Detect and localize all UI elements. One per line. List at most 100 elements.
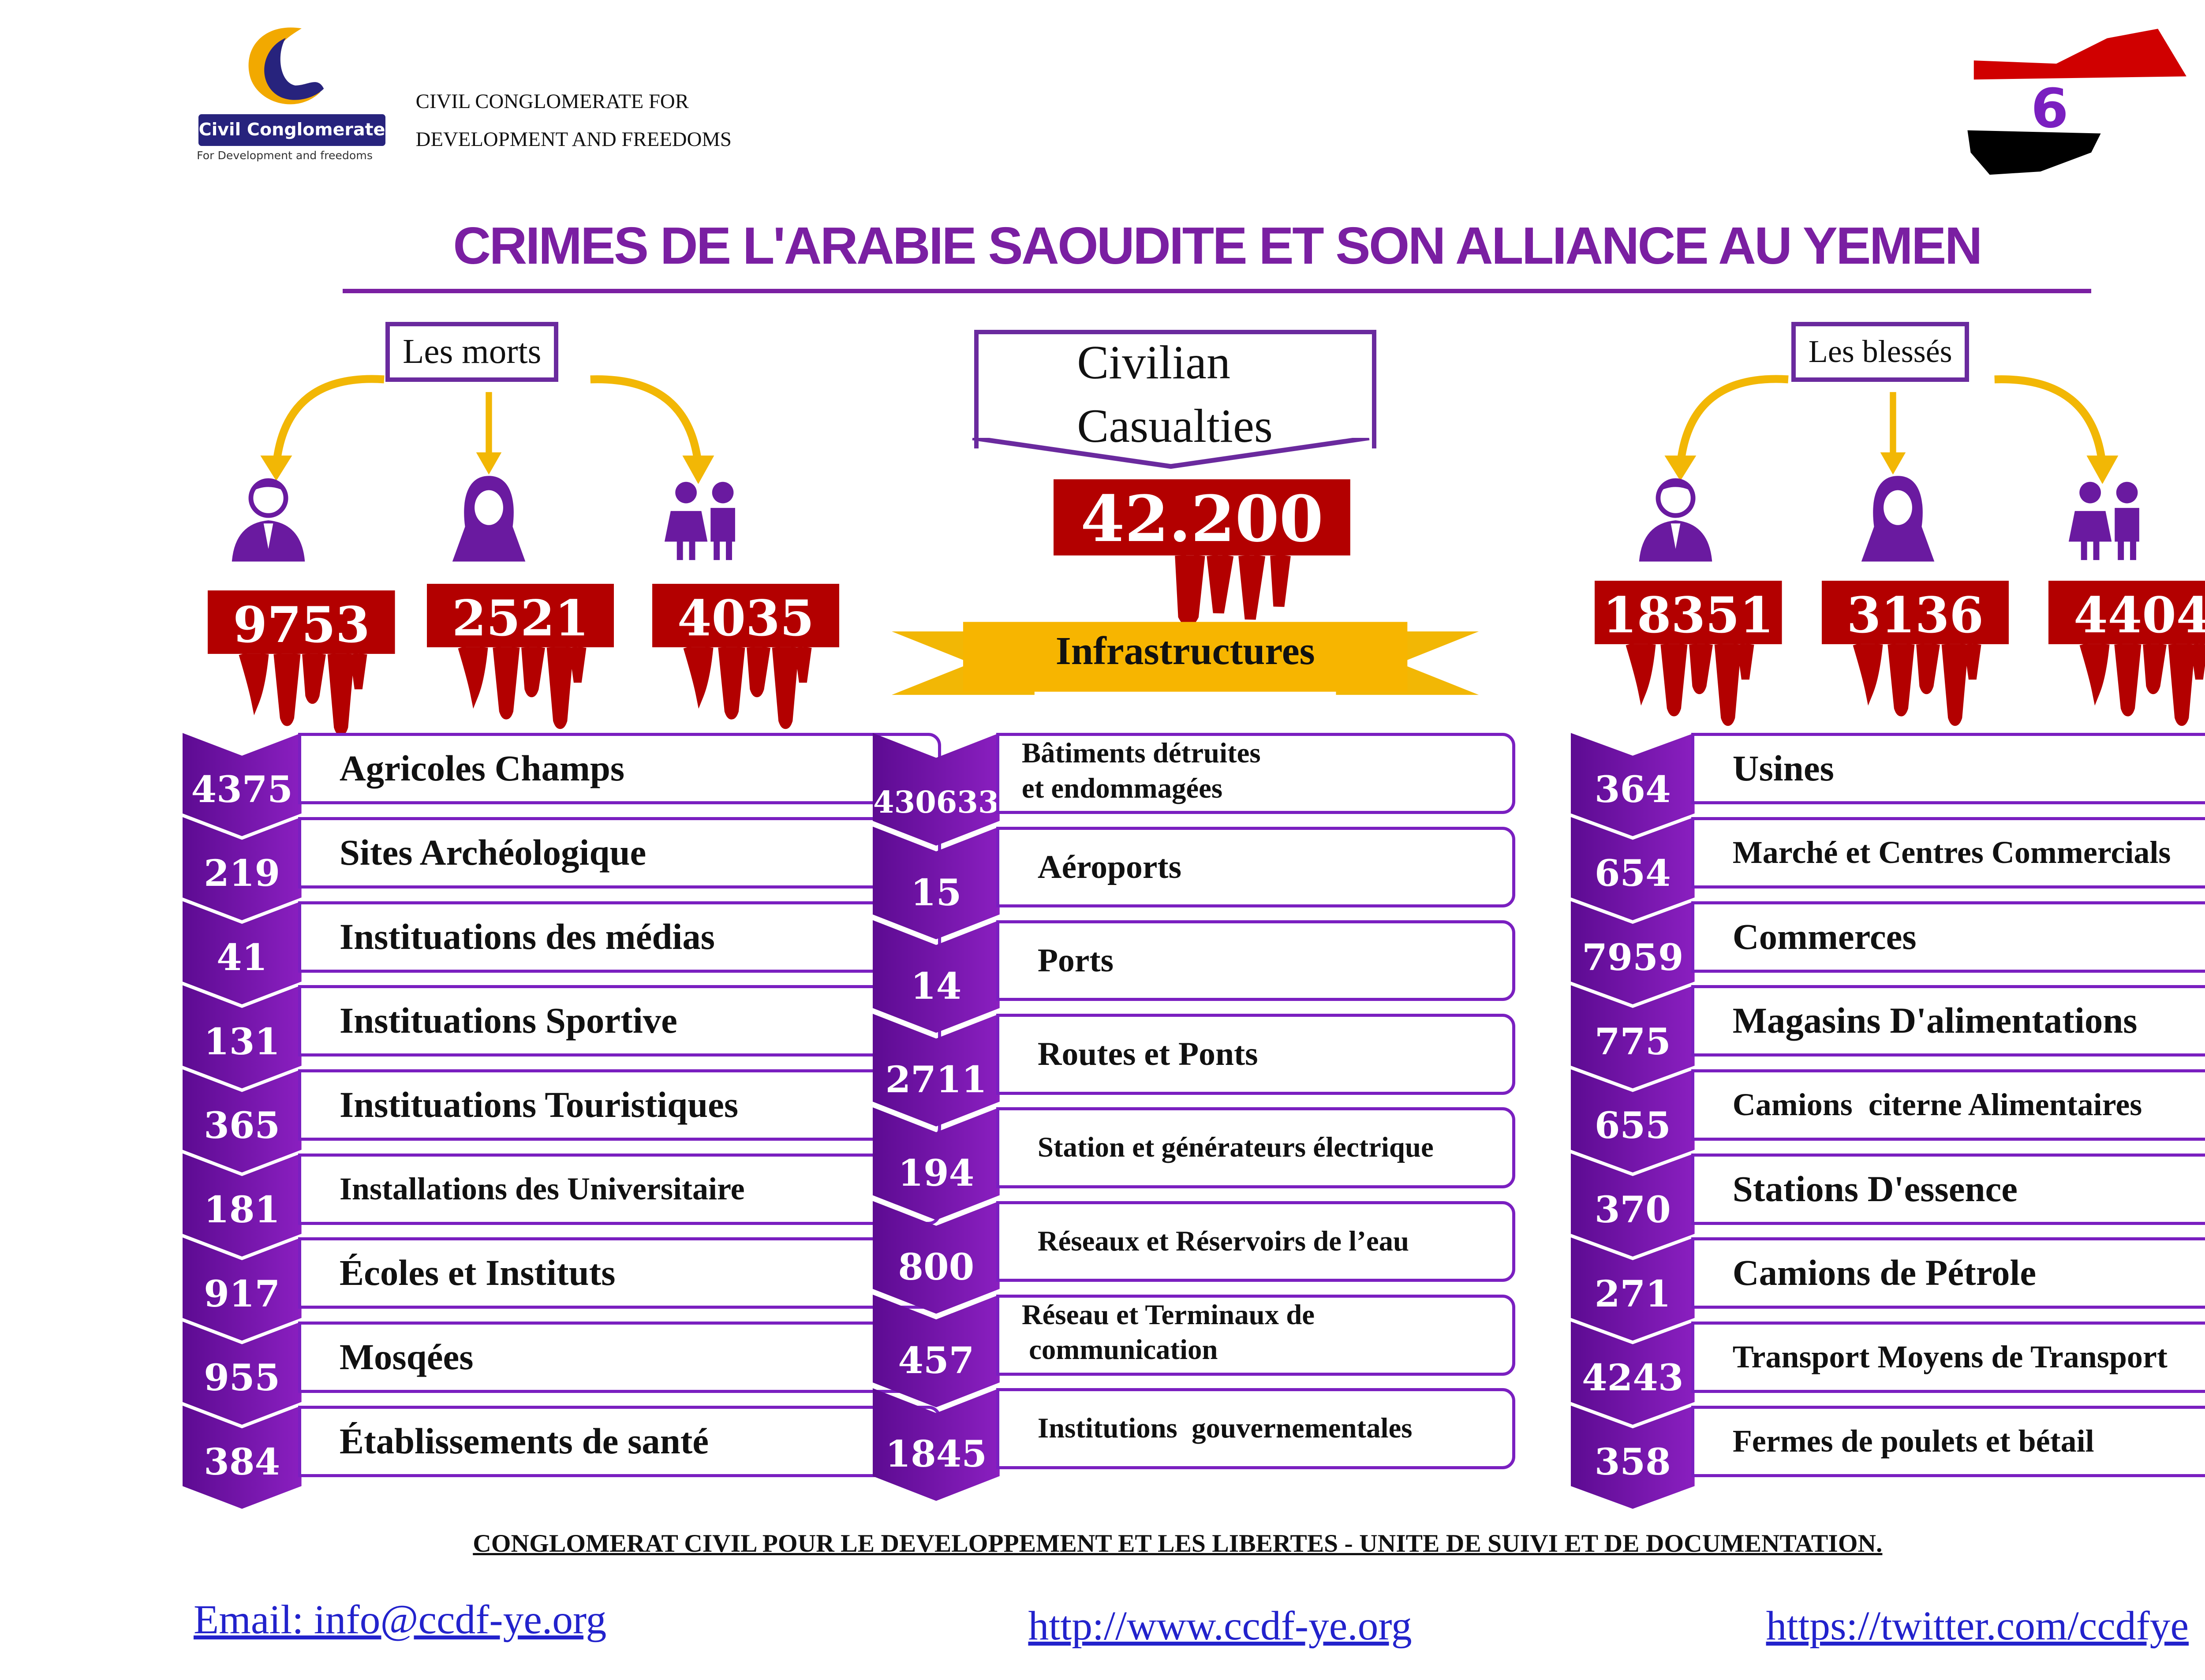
org-name-line2: DEVELOPMENT AND FREEDOMS bbox=[415, 128, 732, 151]
item-label: Sites Archéologique bbox=[298, 817, 941, 889]
item-label: Camions de Pétrole bbox=[1691, 1237, 2205, 1309]
item-count: 14 bbox=[911, 964, 962, 1008]
deaths-children-count: 4035 bbox=[652, 584, 840, 729]
item-label: Usines bbox=[1691, 733, 2205, 805]
children-icon bbox=[658, 473, 751, 564]
item-count: 181 bbox=[204, 1188, 280, 1232]
item-label: Écoles et Instituts bbox=[298, 1237, 941, 1309]
item-label: Commerces bbox=[1691, 901, 2205, 973]
logo-icon bbox=[248, 27, 324, 105]
man-icon bbox=[227, 473, 310, 564]
footer-text: CONGLOMERAT CIVIL POUR LE DEVELOPPEMENT … bbox=[473, 1530, 1883, 1558]
count-value: 4404 bbox=[2074, 586, 2205, 644]
logo-subtitle: For Development and freedoms bbox=[197, 149, 373, 162]
item-count: 800 bbox=[898, 1245, 975, 1288]
yemen-flag-map-icon: 6 bbox=[1967, 28, 2187, 175]
deaths-women-count: 2521 bbox=[426, 584, 614, 729]
count-chevron: 4375 bbox=[182, 733, 302, 836]
casualties-box-point bbox=[972, 438, 1370, 469]
item-label: Camions citerne Alimentaires bbox=[1691, 1069, 2205, 1141]
website-link[interactable]: http://www.ccdf-ye.org bbox=[1028, 1603, 1412, 1649]
deaths-arrows bbox=[260, 375, 714, 484]
count-chevron: 7959 bbox=[1571, 901, 1695, 1004]
injured-men-count: 18351 bbox=[1595, 580, 1782, 726]
item-count: 15 bbox=[911, 870, 962, 914]
woman-icon bbox=[1857, 473, 1939, 564]
item-count: 41 bbox=[217, 936, 268, 979]
item-label: Station et générateurs électrique bbox=[996, 1107, 1515, 1188]
item-count: 1845 bbox=[885, 1432, 987, 1476]
count-chevron: 655 bbox=[1571, 1069, 1695, 1172]
item-count: 384 bbox=[204, 1440, 280, 1484]
casualties-line1: Civilian bbox=[1077, 336, 1231, 389]
item-count: 364 bbox=[1594, 767, 1671, 811]
item-count: 7959 bbox=[1582, 936, 1684, 979]
injured-children-count: 4404 bbox=[2048, 580, 2205, 726]
count-value: 4035 bbox=[677, 590, 815, 648]
item-label: Transport Moyens de Transport bbox=[1691, 1322, 2205, 1393]
deaths-label: Les morts bbox=[385, 322, 559, 382]
item-label: Fermes de poulets et bétail bbox=[1691, 1405, 2205, 1477]
item-count: 955 bbox=[204, 1356, 280, 1400]
count-value: 3136 bbox=[1846, 586, 1984, 644]
item-count: 4243 bbox=[1582, 1356, 1684, 1400]
item-label: Institutions gouvernementales bbox=[996, 1388, 1515, 1469]
item-label: Stations D'essence bbox=[1691, 1153, 2205, 1225]
item-count: 457 bbox=[898, 1338, 975, 1382]
item-label: Mosqées bbox=[298, 1322, 941, 1393]
item-count: 917 bbox=[204, 1272, 280, 1315]
item-count: 655 bbox=[1594, 1104, 1671, 1147]
count-value: 9753 bbox=[233, 596, 370, 654]
item-label: Agricoles Champs bbox=[298, 733, 941, 805]
email-link[interactable]: Email: info@ccdf-ye.org bbox=[193, 1597, 607, 1643]
injured-label: Les blessés bbox=[1791, 322, 1970, 382]
item-label: Bâtiments détruites et endommagées bbox=[996, 733, 1515, 814]
woman-icon bbox=[448, 473, 530, 564]
item-label: Instituations des médias bbox=[298, 901, 941, 973]
item-count: 2711 bbox=[885, 1058, 987, 1101]
infrastructures-label: Infrastructures bbox=[1055, 629, 1315, 673]
item-label: Routes et Ponts bbox=[996, 1014, 1515, 1095]
casualties-total: 42.200 bbox=[1054, 479, 1350, 626]
deaths-men-count: 9753 bbox=[208, 590, 395, 735]
logo-label: Civil Conglomerate bbox=[198, 114, 386, 146]
item-count: 194 bbox=[898, 1151, 975, 1195]
item-label: Aéroports bbox=[996, 826, 1515, 908]
org-name: CIVIL CONGLOMERATE FOR DEVELOPMENT AND FR… bbox=[416, 82, 732, 159]
item-count: 775 bbox=[1594, 1019, 1671, 1063]
item-label: Instituations Sportive bbox=[298, 985, 941, 1057]
casualties-line2: Casualties bbox=[1077, 400, 1273, 453]
count-chevron: 271 bbox=[1571, 1237, 1695, 1341]
count-value: 2521 bbox=[452, 590, 589, 648]
item-label: Magasins D'alimentations bbox=[1691, 985, 2205, 1057]
children-icon bbox=[2063, 473, 2155, 564]
count-chevron: 364 bbox=[1571, 733, 1695, 836]
item-label: Ports bbox=[996, 920, 1515, 1001]
injured-women-count: 3136 bbox=[1821, 580, 2009, 726]
casualties-box: Civilian Casualties bbox=[974, 330, 1377, 452]
item-count: 219 bbox=[204, 851, 280, 895]
count-chevron: 430633 bbox=[872, 733, 1000, 846]
item-count: 131 bbox=[204, 1019, 280, 1063]
item-label: Instituations Touristiques bbox=[298, 1069, 941, 1141]
injured-arrows bbox=[1664, 375, 2119, 484]
item-label: Réseaux et Réservoirs de l’eau bbox=[996, 1201, 1515, 1282]
item-count: 4375 bbox=[191, 767, 293, 811]
item-count: 358 bbox=[1594, 1440, 1671, 1484]
twitter-link[interactable]: https://twitter.com/ccdfye bbox=[1766, 1603, 2189, 1649]
count-value: 18351 bbox=[1603, 586, 1774, 644]
item-label: Marché et Centres Commercials bbox=[1691, 817, 2205, 889]
badge-number: 6 bbox=[2031, 77, 2068, 140]
item-label: Réseau et Terminaux de communication bbox=[996, 1295, 1515, 1376]
org-name-line1: CIVIL CONGLOMERATE FOR bbox=[415, 90, 689, 113]
total-value: 42.200 bbox=[1080, 481, 1323, 556]
man-icon bbox=[1634, 473, 1717, 564]
infrastructures-ribbon bbox=[892, 622, 1479, 695]
item-label: Établissements de santé bbox=[298, 1405, 941, 1477]
item-count: 654 bbox=[1594, 851, 1671, 895]
item-count: 370 bbox=[1594, 1188, 1671, 1232]
item-label: Installations des Universitaire bbox=[298, 1153, 941, 1225]
item-count: 271 bbox=[1594, 1272, 1671, 1315]
item-count: 365 bbox=[204, 1104, 280, 1147]
